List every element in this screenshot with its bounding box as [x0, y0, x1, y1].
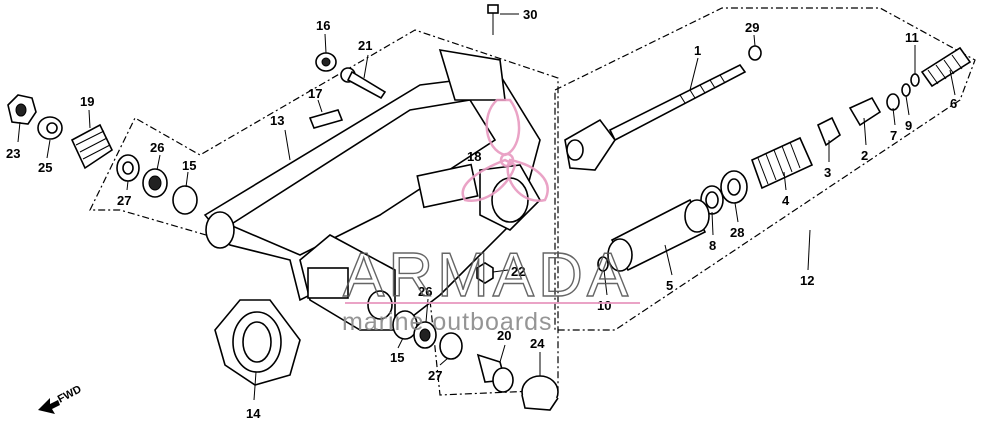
part-15-upper	[172, 185, 198, 215]
callout-25: 25	[38, 160, 52, 175]
callout-24: 24	[530, 336, 545, 351]
part-29	[748, 45, 762, 61]
part-25	[37, 116, 63, 140]
part-16	[315, 52, 337, 72]
part-10	[597, 256, 609, 272]
callout-18: 18	[467, 149, 481, 164]
propeller-logo-icon	[461, 98, 549, 203]
watermark-tagline: marine outboards	[342, 308, 553, 336]
callout-29: 29	[745, 20, 759, 35]
callout-1: 1	[694, 43, 701, 58]
part-28	[720, 170, 748, 204]
part-5	[607, 198, 710, 272]
leader-lines	[17, 13, 956, 401]
callout-27-upper: 27	[117, 193, 131, 208]
callout-21: 21	[358, 38, 372, 53]
callout-17: 17	[308, 86, 322, 101]
callout-6: 6	[950, 96, 957, 111]
callout-22: 22	[511, 264, 525, 279]
part-14	[214, 299, 301, 386]
callout-2: 2	[861, 148, 868, 163]
callout-30: 30	[523, 7, 537, 22]
part-11	[910, 73, 920, 87]
callout-8: 8	[709, 238, 716, 253]
part-21	[340, 67, 387, 100]
callout-3: 3	[824, 165, 831, 180]
callout-27-lower: 27	[428, 368, 442, 383]
part-30	[487, 4, 499, 35]
part-20	[476, 353, 514, 393]
callout-5: 5	[666, 278, 673, 293]
callout-14: 14	[246, 406, 261, 421]
part-27-upper	[116, 154, 140, 182]
fwd-indicator: FWD	[38, 383, 84, 414]
part-3	[816, 116, 842, 147]
callout-labels: 1 2 3 4 5 6 7 8 9 10 11 12 13 14 15 15 1…	[6, 7, 957, 421]
part-4	[750, 136, 814, 190]
driveshaft-group-outline	[554, 7, 976, 331]
callout-15-lower: 15	[390, 350, 404, 365]
callout-20: 20	[497, 328, 511, 343]
part-7	[886, 93, 900, 111]
callout-28: 28	[730, 225, 744, 240]
callout-13: 13	[270, 113, 284, 128]
callout-16: 16	[316, 18, 330, 33]
swingarm	[203, 48, 541, 331]
callout-11: 11	[905, 30, 919, 45]
part-22	[476, 262, 494, 284]
callout-10: 10	[597, 298, 611, 313]
part-2	[848, 96, 882, 127]
callout-4: 4	[782, 193, 790, 208]
part-19	[70, 123, 114, 170]
part-24	[521, 375, 559, 411]
callout-23: 23	[6, 146, 20, 161]
fwd-arrow-icon	[38, 398, 60, 414]
callout-26-upper: 26	[150, 140, 164, 155]
callout-15-upper: 15	[182, 158, 196, 173]
watermark: ARMADA marine outboards	[342, 98, 640, 336]
callout-7: 7	[890, 128, 897, 143]
part-27-lower	[439, 332, 463, 360]
part-26-lower	[413, 321, 437, 349]
part-6	[920, 46, 972, 88]
callout-12: 12	[800, 273, 814, 288]
watermark-brand: ARMADA	[343, 241, 632, 310]
part-17	[308, 109, 344, 129]
part-1	[564, 63, 747, 171]
callout-9: 9	[905, 118, 912, 133]
part-23	[7, 94, 37, 125]
callout-19: 19	[80, 94, 94, 109]
part-9	[901, 83, 911, 97]
part-26-upper	[142, 168, 168, 198]
fwd-label: FWD	[56, 383, 84, 405]
callout-26-lower: 26	[418, 284, 432, 299]
